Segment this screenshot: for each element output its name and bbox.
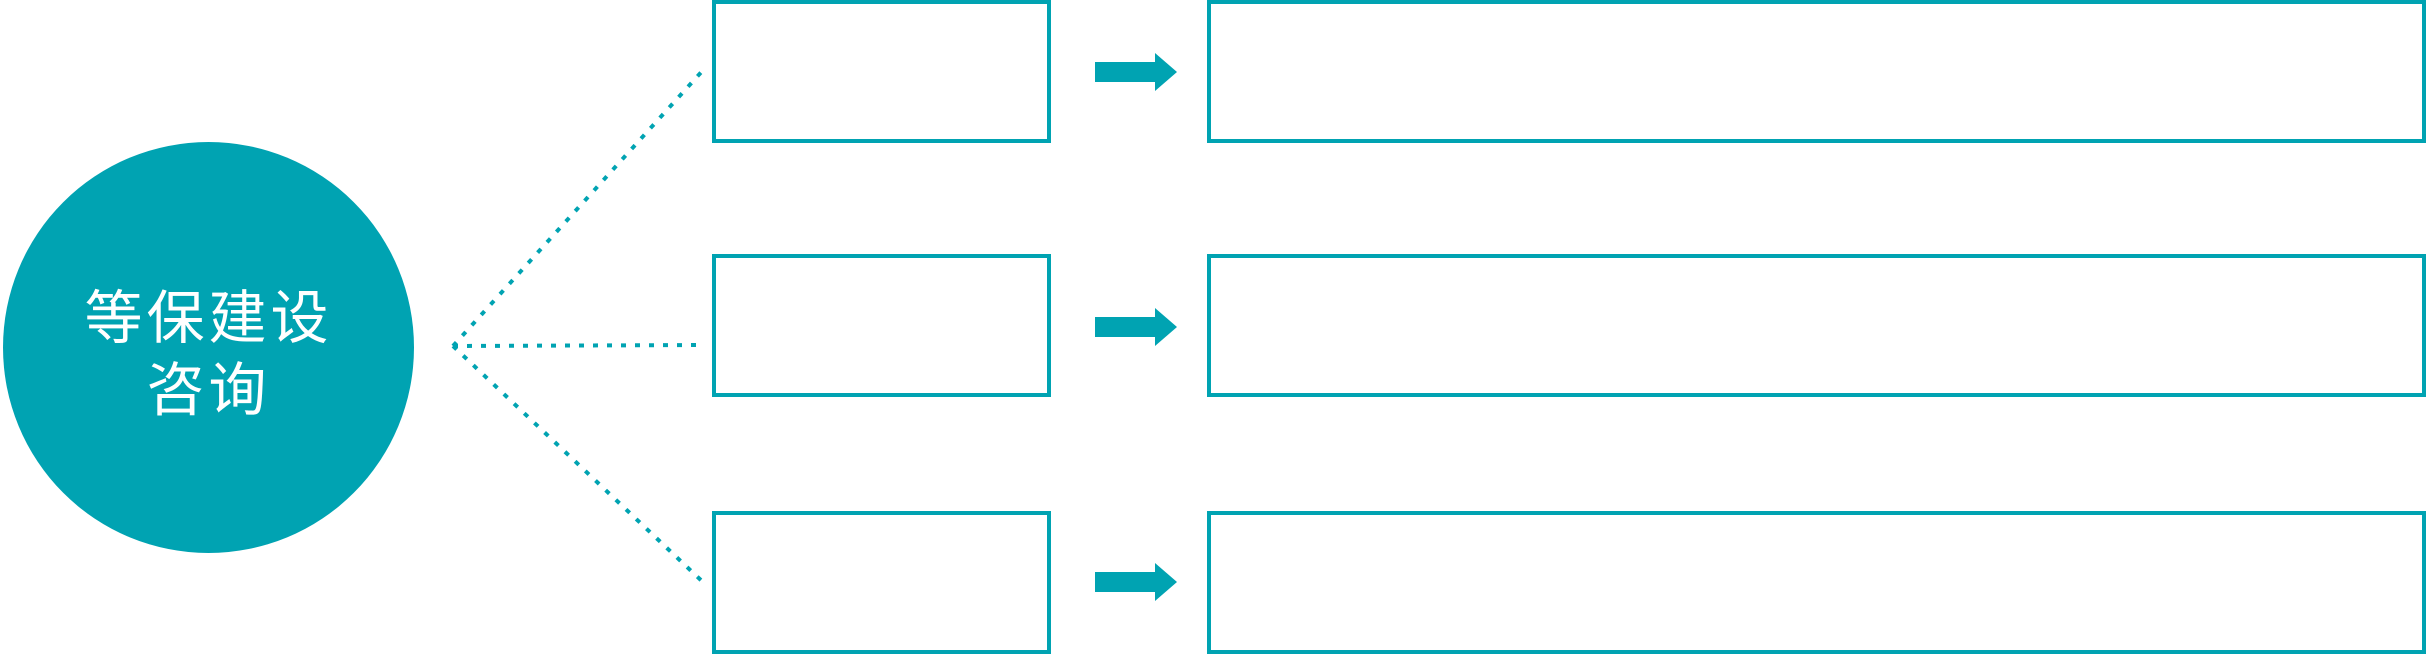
small-box-3 bbox=[712, 511, 1051, 654]
dotted-connector-bottom bbox=[451, 344, 707, 586]
large-box-2 bbox=[1207, 254, 2426, 397]
dotted-connector-top bbox=[451, 66, 707, 348]
small-box-1 bbox=[712, 0, 1051, 143]
root-label-line2: 咨询 bbox=[146, 357, 271, 423]
arrow-right-icon bbox=[1095, 563, 1177, 601]
arrow-right-icon bbox=[1095, 308, 1177, 346]
dotted-connector-middle bbox=[452, 343, 706, 348]
large-box-1 bbox=[1207, 0, 2426, 143]
small-box-2 bbox=[712, 254, 1051, 397]
arrow-right-icon bbox=[1095, 53, 1177, 91]
root-label-line1: 等保建设 bbox=[84, 285, 333, 351]
large-box-3 bbox=[1207, 511, 2426, 654]
root-node-circle: 等保建设 咨询 bbox=[3, 142, 414, 553]
